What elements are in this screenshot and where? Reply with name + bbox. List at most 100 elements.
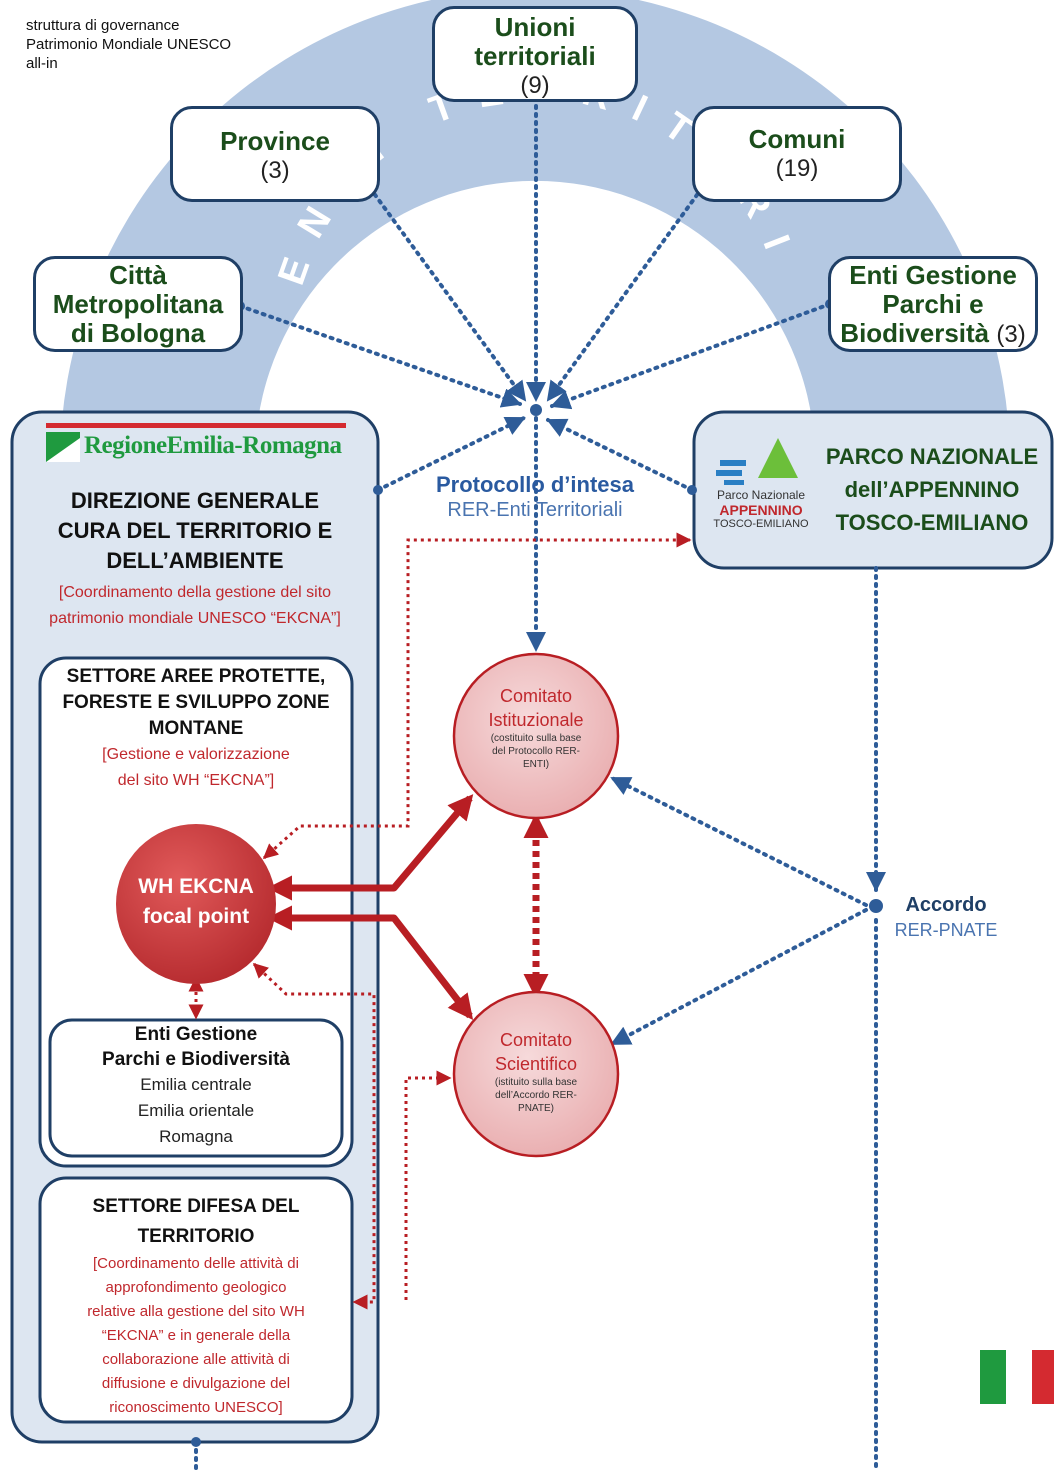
line-citta-metro [238,304,522,408]
region-logo-redbar [46,423,346,428]
header-line2: Patrimonio Mondiale UNESCO [26,36,232,53]
dot-region-bottom [191,1437,201,1447]
sector-defense-title2: TERRITORIO [137,1226,255,1247]
sector-defense-note: “EKCNA” e in generale della [101,1327,291,1344]
province-box: Province (3) [170,106,380,202]
line-park [546,418,694,492]
sector-defense-note: collaborazione alle attività di [102,1351,290,1368]
citta-line1: Città [109,260,167,290]
committee-scientific-text: Comitato Scientifico (istituito sulla ba… [466,1028,606,1115]
province-label: Province [220,126,330,156]
committee-institutional-text: Comitato Istituzionale (costituito sulla… [466,684,606,771]
sector-defense-title1: SETTORE DIFESA DEL [92,1196,300,1217]
citta-metro-box: Città Metropolitana di Bologna [33,256,243,352]
unioni-label-1: Unioni [494,12,576,42]
focal-point-text: WH EKCNA focal point [116,872,276,932]
sector-protected-line2: FORESTE E SVILUPPO ZONE [62,692,330,713]
park-logo-mark [716,438,798,485]
scientific-note1: (istituito sulla base [494,1077,578,1088]
enti-gestione-title1: Enti Gestione [134,1024,258,1045]
direction-line3: DELL’AMBIENTE [106,548,284,573]
park-logo-line2: APPENNINO [719,502,803,518]
comuni-box: Comuni (19) [692,106,902,202]
institutional-title2: Istituzionale [488,710,584,730]
red-arrow-istituz [266,794,474,901]
sector-protected-note-1: [Gestione e valorizzazione [102,746,290,763]
citta-line3: di Bologna [70,318,206,348]
focal-line2: focal point [142,905,250,928]
sector-defense-text: SETTORE DIFESA DEL TERRITORIO [Coordinam… [44,1192,348,1420]
line-region [376,416,526,492]
park-logo-text: Parco Nazionale APPENNINO TOSCO-EMILIANO [706,488,816,531]
accordo-dot [869,899,883,913]
enti-gestione-item: Emilia orientale [137,1101,255,1120]
direction-block: DIREZIONE GENERALE CURA DEL TERRITORIO E… [20,486,370,632]
focal-point-circle [116,824,276,984]
park-title-line1: PARCO NAZIONALE [825,444,1039,469]
direction-note-2: patrimonio mondiale UNESCO “EKCNA”] [49,610,341,627]
protocol-label: Protocollo d’intesa RER-Enti Territorial… [420,472,650,522]
unioni-box: Unioni territoriali (9) [432,6,638,102]
red-arrow-scient [266,905,474,1020]
agreement-label: Accordo RER-PNATE [886,892,1006,942]
italian-flag [980,1350,1054,1404]
institutional-note3: ENTI) [522,759,550,770]
institutional-title1: Comitato [499,686,573,706]
line-comuni [546,186,704,402]
sector-protected-text: SETTORE AREE PROTETTE, FORESTE E SVILUPP… [44,664,348,794]
scientific-note2: dell’Accordo RER- [495,1090,577,1101]
agreement-subtitle: RER-PNATE [894,920,998,940]
focal-line1: WH EKCNA [138,875,254,898]
dot-park [687,485,697,495]
enti-parchi-box: Enti Gestione Parchi e Biodiversità (3) [828,256,1038,352]
enti-gestione-item: Emilia centrale [140,1075,252,1094]
direction-note-1: [Coordinamento della gestione del sito [58,584,332,601]
territorial-arch [62,0,1008,420]
enti-gestione-item: Romagna [159,1127,233,1146]
committee-scientific-circle [452,990,620,1158]
scientific-title2: Scientifico [494,1054,578,1074]
scientific-title1: Comitato [499,1030,573,1050]
header-line3: all-in [26,55,58,72]
region-logo-mark [46,432,80,462]
sector-defense-note: riconoscimento UNESCO] [109,1399,283,1416]
sector-defense-note: diffusione e divulgazione del [101,1375,291,1392]
direction-line1: DIREZIONE GENERALE [70,488,320,513]
institutional-note1: (costituito sulla base [490,733,582,744]
park-title-line3: TOSCO-EMILIANO [835,510,1029,535]
enti-parchi-line1: Enti Gestione [849,260,1017,290]
enti-parchi-line3: Biodiversità [840,318,990,348]
province-count: (3) [260,157,290,184]
convergence-dot [530,404,542,416]
park-title: PARCO NAZIONALE dell’APPENNINO TOSCO-EMI… [816,440,1048,539]
red-scientific-to-defense [404,1070,452,1300]
header-line1: struttura di governance [26,17,180,34]
line-province [368,186,527,402]
line-accordo-scient [610,908,868,1046]
sector-protected-line3: MONTANE [148,718,244,739]
sector-protected-note-2: del sito WH “EKCNA”] [117,772,275,789]
park-logo-line1: Parco Nazionale [716,488,806,502]
park-logo-line3: TOSCO-EMILIANO [713,518,809,530]
comuni-count: (19) [775,155,819,182]
line-accordo-istituz [610,776,868,907]
scientific-note3: PNATE) [518,1103,554,1114]
line-enti-parchi [550,302,832,410]
enti-gestione-text: Enti Gestione Parchi e Biodiversità Emil… [52,1022,340,1150]
enti-gestione-title2: Parchi e Biodiversità [102,1049,290,1070]
header: struttura di governance Patrimonio Mondi… [26,16,231,73]
sector-defense-note: approfondimento geologico [105,1279,287,1296]
enti-parchi-count: (3) [996,321,1026,348]
agreement-title: Accordo [905,894,987,916]
direction-line2: CURA DEL TERRITORIO E [57,518,333,543]
sector-defense-note: [Coordinamento delle attività di [93,1255,299,1272]
sector-protected-line1: SETTORE AREE PROTETTE, [66,666,326,687]
dot-region [373,485,383,495]
sector-defense-note: relative alla gestione del sito WH [87,1303,305,1320]
institutional-note2: del Protocollo RER- [492,746,580,757]
protocol-title: Protocollo d’intesa [435,472,635,497]
unioni-label-2: territoriali [474,41,596,71]
citta-line2: Metropolitana [52,289,224,319]
comuni-label: Comuni [748,124,846,154]
